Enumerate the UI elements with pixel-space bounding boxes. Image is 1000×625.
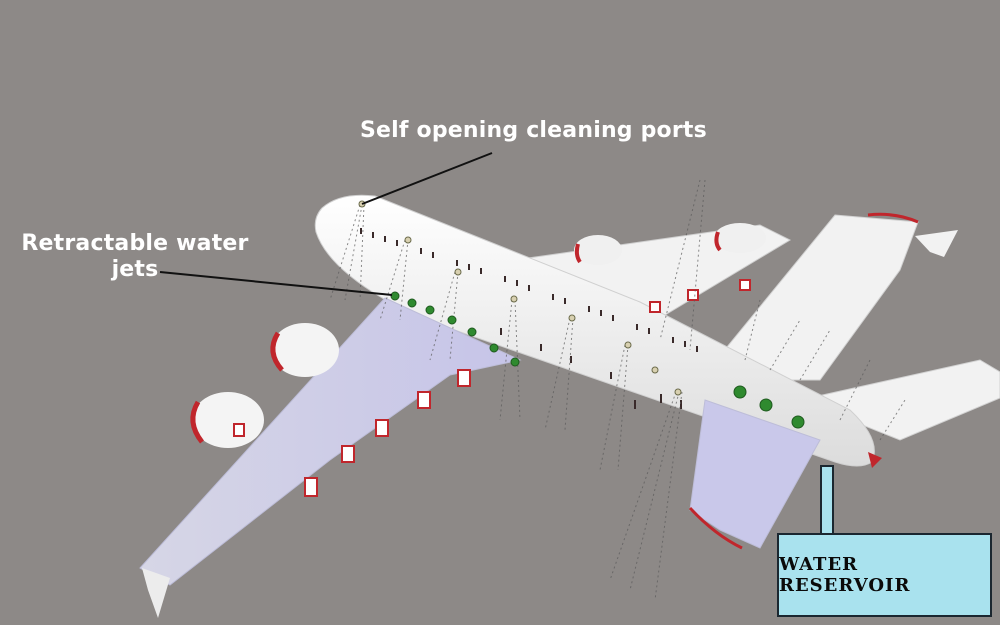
reservoir-pipe: [820, 465, 834, 533]
water-reservoir-box: WATER RESERVOIR: [777, 533, 992, 617]
water-jets-label-line1: Retractable water: [20, 231, 250, 257]
water-jets-label-line2: jets: [20, 257, 250, 283]
right-engine-outer: [714, 223, 766, 253]
right-engine-inner: [574, 235, 622, 265]
water-jets-label: Retractable water jets: [20, 231, 250, 283]
tail-cone-tip: [868, 452, 882, 468]
water-reservoir-label: WATER RESERVOIR: [779, 554, 990, 596]
cleaning-ports-label: Self opening cleaning ports: [360, 118, 707, 144]
left-engine-inner: [271, 323, 339, 377]
ports-pointer-line: [362, 153, 492, 204]
left-engine-outer: [192, 392, 264, 448]
tail-tip-fin: [915, 230, 958, 257]
